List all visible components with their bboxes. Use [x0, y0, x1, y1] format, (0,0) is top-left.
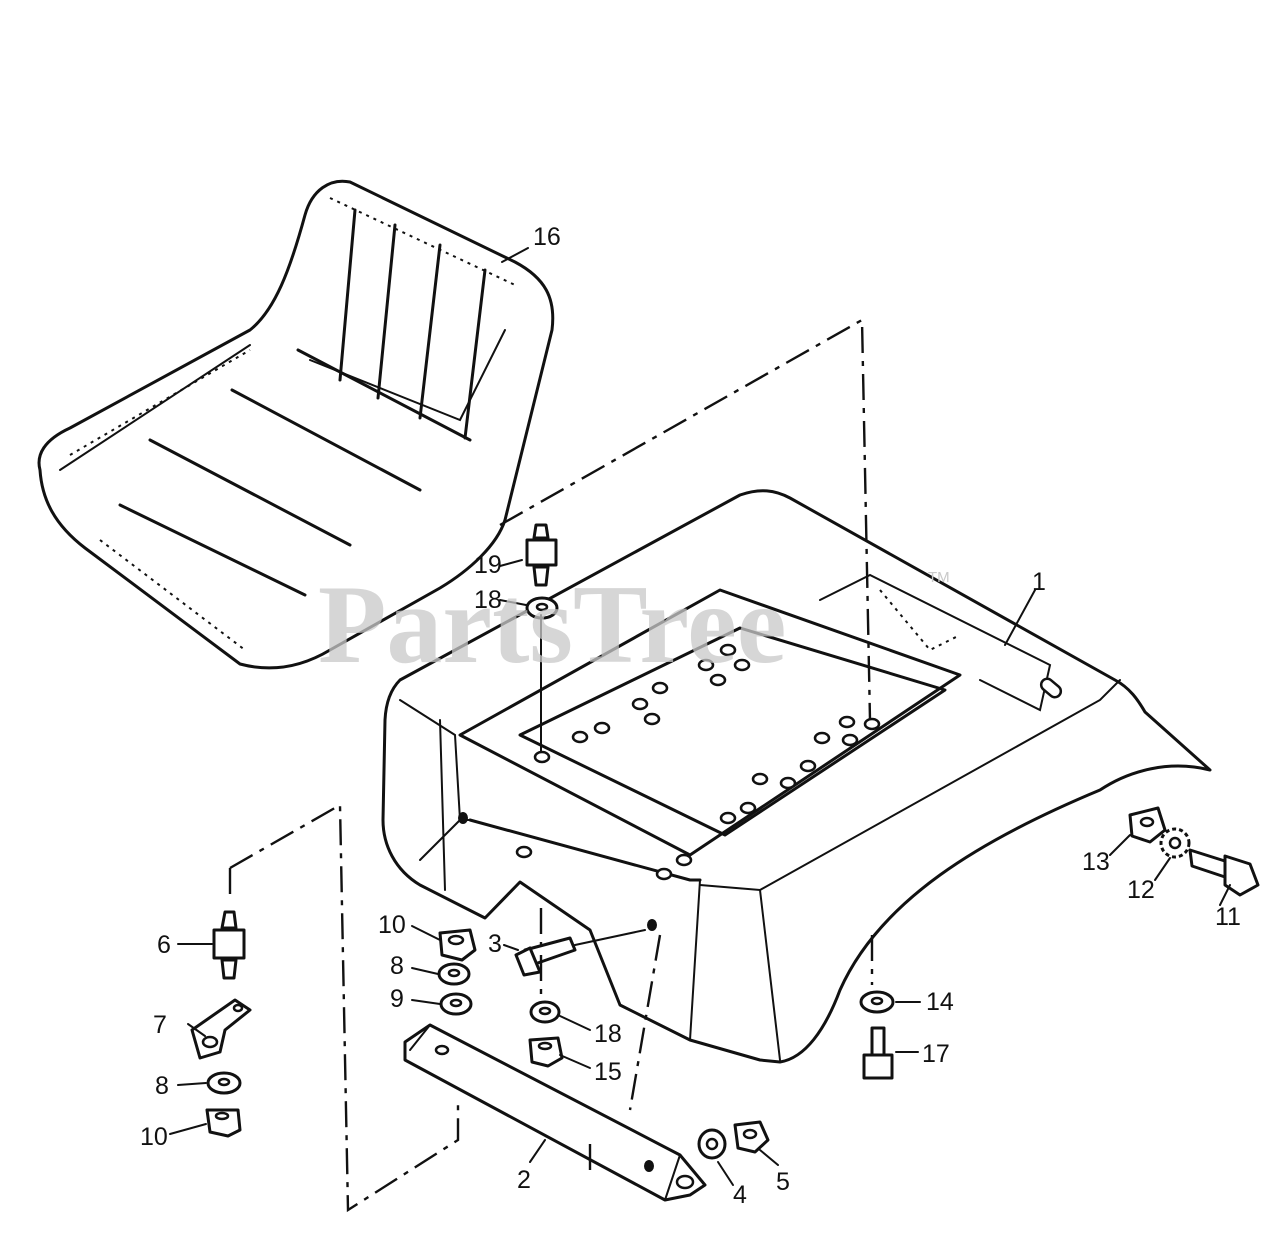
callout-8-left: 8: [155, 1072, 169, 1100]
watermark-trademark: TM: [928, 569, 950, 586]
callout-7: 7: [153, 1011, 167, 1039]
callout-3: 3: [488, 930, 502, 958]
callout-2: 2: [517, 1166, 531, 1194]
fender-drawing: [381, 489, 1212, 1064]
seat-drawing: [37, 179, 555, 670]
callout-11: 11: [1215, 903, 1241, 931]
callout-14: 14: [926, 988, 954, 1016]
callout-15: 15: [594, 1058, 622, 1086]
callout-5: 5: [776, 1168, 790, 1196]
callout-17: 17: [922, 1040, 950, 1068]
callout-18-top: 18: [474, 586, 502, 614]
leader-lines: [169, 247, 1231, 1186]
callout-10-left: 10: [140, 1123, 168, 1151]
callout-8-center: 8: [390, 952, 404, 980]
callout-12: 12: [1127, 876, 1155, 904]
hardware-drawings: [190, 523, 1260, 1160]
callout-4: 4: [733, 1181, 747, 1209]
callout-13: 13: [1082, 848, 1110, 876]
assembly-lines: [228, 317, 874, 1213]
callout-18-lower: 18: [594, 1020, 622, 1048]
callout-9: 9: [390, 985, 404, 1013]
callout-1: 1: [1032, 568, 1046, 596]
watermark: PartsTree: [318, 563, 787, 687]
callout-6: 6: [157, 931, 171, 959]
bracket-drawing: [403, 1023, 707, 1202]
callout-19: 19: [474, 551, 502, 579]
deck-holes: [458, 643, 881, 931]
callout-labels: 1 2 3 4 5 6 7 8 8 9 10 10 11 12 13 14 15…: [140, 223, 1241, 1209]
callout-10-center: 10: [378, 911, 406, 939]
callout-16: 16: [533, 223, 561, 251]
